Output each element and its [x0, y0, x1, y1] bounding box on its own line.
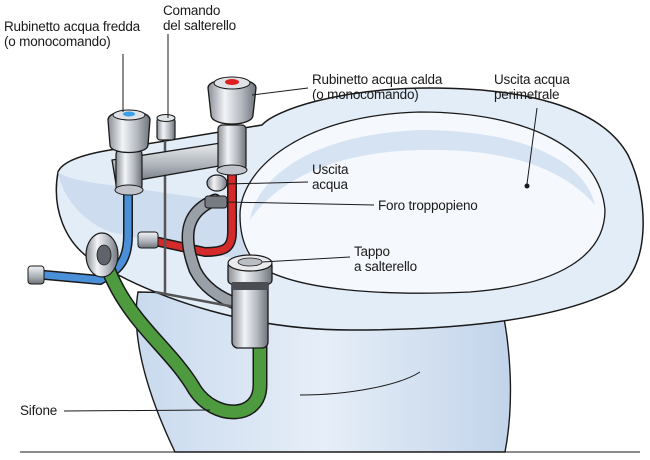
- label-hot-tap: Rubinetto acqua calda (o monocomando): [312, 72, 442, 102]
- bidet-deck-face: [58, 172, 250, 262]
- leader-overflow: [226, 201, 375, 206]
- water-outlet-nozzle: [206, 174, 228, 192]
- label-water-outlet: Uscita acqua: [312, 162, 349, 192]
- rim-outlet-point: [524, 183, 530, 189]
- label-rim-outlet-line2: perimetrale: [494, 87, 560, 102]
- pedestal-curve: [299, 371, 421, 396]
- cold-tap: [107, 109, 151, 196]
- label-hot-tap-line2: (o monocomando): [312, 87, 419, 102]
- label-pop-up-plug-line1: Tappo: [354, 244, 390, 259]
- bidet-inner-shadow: [250, 130, 595, 220]
- label-pop-up-control-line1: Comando: [163, 3, 221, 18]
- hot-supply-fitting: [137, 231, 159, 249]
- pop-up-control-knob: [156, 114, 176, 141]
- label-rim-outlet-line1: Uscita acqua: [494, 72, 570, 87]
- label-water-outlet-line1: Uscita: [312, 162, 349, 177]
- label-cold-tap-line2: (o monocomando): [4, 34, 111, 49]
- label-trap-line1: Sifone: [20, 403, 58, 418]
- label-overflow-line1: Foro troppopieno: [378, 198, 478, 213]
- leader-trap: [63, 409, 211, 412]
- leader-hot-tap: [251, 87, 309, 96]
- leader-lines: [63, 34, 538, 412]
- label-pop-up-control-line2: del salterello: [163, 18, 236, 33]
- label-water-outlet-line2: acqua: [312, 177, 348, 192]
- hot-tap: [207, 76, 257, 176]
- cold-supply-nut: [27, 265, 45, 285]
- leader-rim-outlet: [526, 107, 538, 185]
- label-overflow: Foro troppopieno: [378, 198, 478, 213]
- leader-water-outlet: [225, 181, 309, 185]
- label-pop-up-plug: Tappo a salterello: [354, 244, 417, 274]
- label-cold-tap: Rubinetto acqua fredda (o monocomando): [4, 19, 140, 49]
- label-trap: Sifone: [20, 403, 57, 418]
- leader-pop-up-plug: [261, 256, 351, 263]
- label-pop-up-plug-line2: a salterello: [354, 259, 417, 274]
- label-rim-outlet: Uscita acqua perimetrale: [494, 72, 570, 102]
- overflow-hole: [204, 195, 228, 209]
- pop-up-linkage: [154, 290, 241, 310]
- label-hot-tap-line1: Rubinetto acqua calda: [312, 72, 443, 87]
- label-cold-tap-line1: Rubinetto acqua fredda: [4, 19, 140, 34]
- label-pop-up-control: Comando del salterello: [163, 3, 236, 33]
